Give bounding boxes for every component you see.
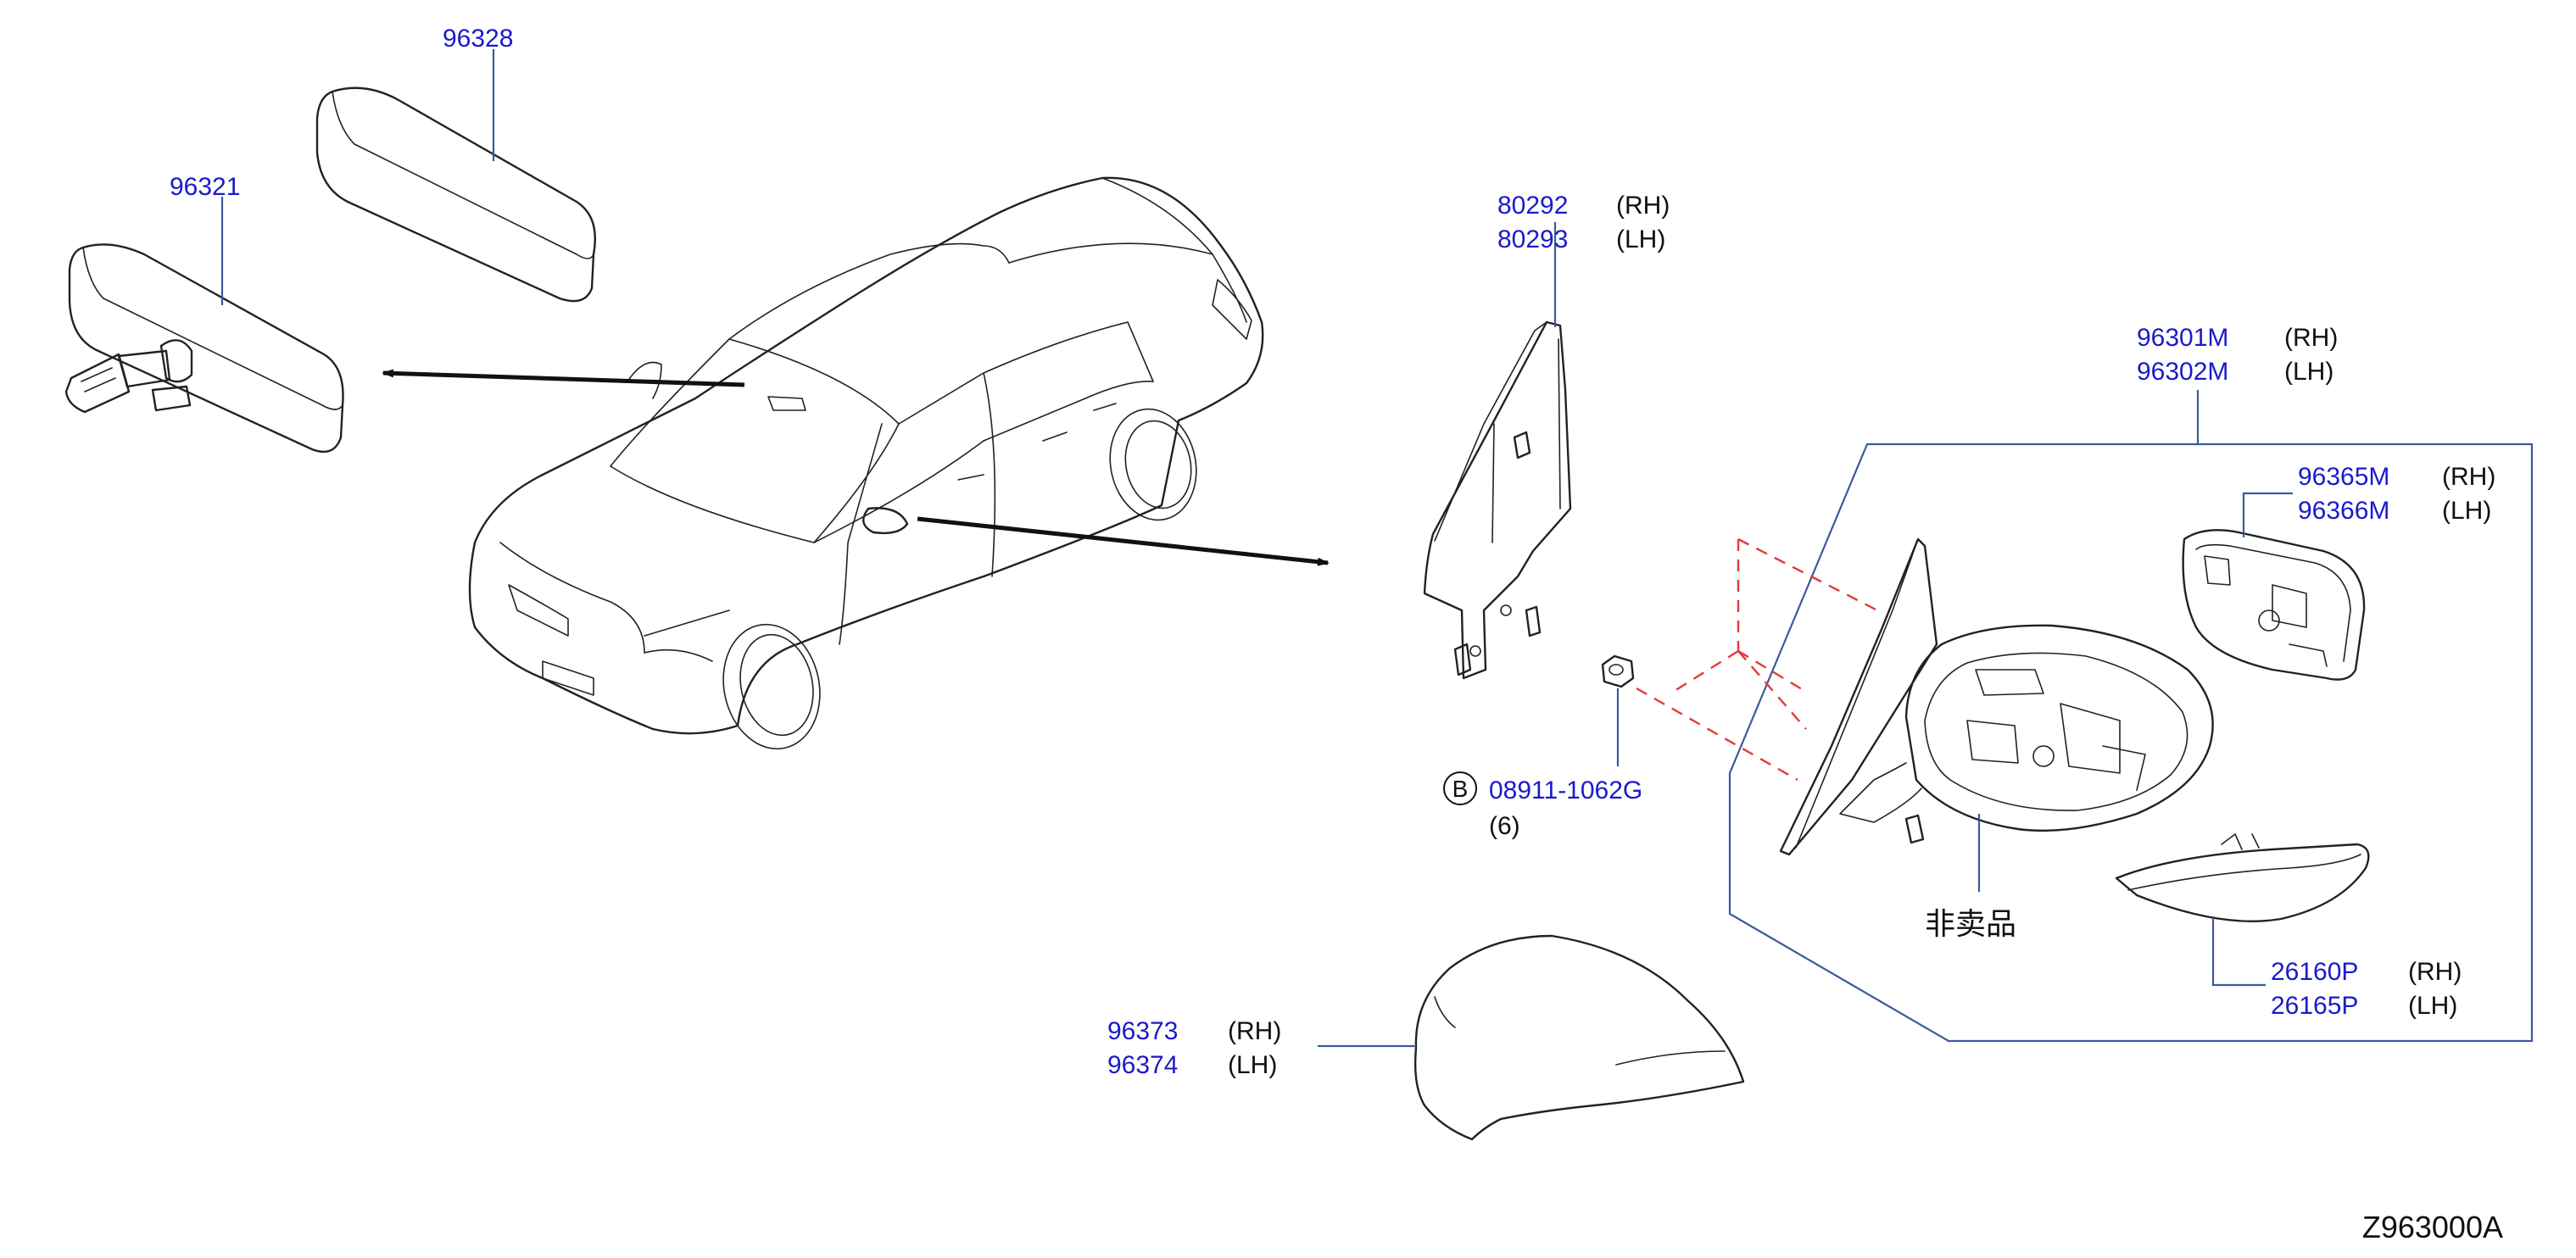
- mirror-base-drawing: [1779, 537, 1938, 856]
- side-label-96301m: (RH): [2284, 324, 2338, 352]
- part-number-96328[interactable]: 96328: [443, 25, 513, 53]
- side-label-96374: (LH): [1228, 1051, 1277, 1079]
- leader-96365m: [2242, 492, 2293, 537]
- turn-lamp-drawing: [2115, 833, 2370, 922]
- side-label-80292: (RH): [1616, 192, 1670, 220]
- badge-b-circle: [1443, 771, 1477, 805]
- badge-b-label: B: [1452, 776, 1469, 802]
- part-number-96366m[interactable]: 96366M: [2298, 497, 2389, 525]
- part-number-80293[interactable]: 80293: [1497, 225, 1568, 253]
- side-label-26160p: (RH): [2408, 958, 2462, 986]
- part-number-96301m[interactable]: 96301M: [2137, 324, 2228, 352]
- part-number-96321[interactable]: 96321: [170, 173, 240, 201]
- part-number-96374[interactable]: 96374: [1107, 1051, 1178, 1079]
- mirror-glass-drawing: [2182, 529, 2366, 681]
- nut-drawing: [1601, 654, 1635, 688]
- side-label-80293: (LH): [1616, 225, 1665, 253]
- part-number-96302m[interactable]: 96302M: [2137, 358, 2228, 386]
- part-number-26165p[interactable]: 26165P: [2271, 992, 2358, 1020]
- quantity-08911: (6): [1489, 812, 1520, 840]
- side-label-26165p: (LH): [2408, 992, 2457, 1020]
- part-number-96365m[interactable]: 96365M: [2298, 463, 2389, 491]
- diagram-reference-code: Z963000A: [2362, 1210, 2503, 1244]
- assembly-boundary: [1728, 443, 2534, 1043]
- corner-finisher-drawing: [1423, 320, 1572, 680]
- part-number-08911-1062g[interactable]: 08911-1062G: [1489, 777, 1642, 804]
- side-label-96366m: (LH): [2442, 497, 2491, 525]
- vehicle-drawing: [468, 176, 1264, 750]
- arrow-to-inner-mirror: [382, 369, 745, 387]
- arrow-to-door-mirror: [917, 516, 1330, 566]
- not-for-sale-label: 非卖品: [1925, 906, 2016, 941]
- inner-mirror-drawing: [64, 243, 344, 454]
- side-label-96373: (RH): [1228, 1017, 1281, 1045]
- mirror-housing-drawing: [1839, 624, 2214, 844]
- assembly-dashed-lines: [1636, 537, 1882, 782]
- side-label-96365m: (RH): [2442, 463, 2495, 491]
- part-number-96373[interactable]: 96373: [1107, 1017, 1178, 1045]
- leader-26160p: [2211, 919, 2266, 987]
- inner-mirror-cover-drawing: [315, 86, 596, 303]
- side-label-96302m: (LH): [2284, 358, 2333, 386]
- mirror-cover-drawing: [1413, 934, 1745, 1141]
- part-number-80292[interactable]: 80292: [1497, 192, 1568, 220]
- part-number-26160p[interactable]: 26160P: [2271, 958, 2358, 986]
